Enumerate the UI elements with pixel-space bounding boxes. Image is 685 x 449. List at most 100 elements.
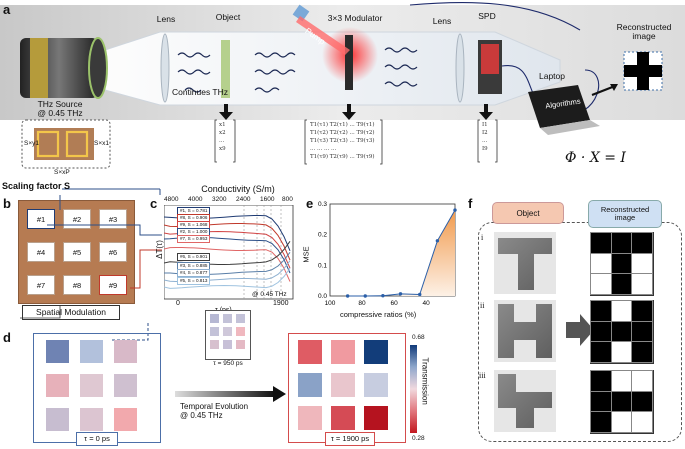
e-data-point (453, 208, 457, 212)
recon-pixel (631, 252, 654, 275)
recon-pixel (610, 232, 633, 254)
b-connectors (20, 195, 162, 341)
object-header: Object (492, 202, 564, 224)
transmission-cell (114, 408, 137, 431)
temporal-evolution-label: Temporal Evolution @ 0.45 THz (180, 402, 249, 421)
e-data-point (435, 239, 440, 243)
reconstructed-cross-icon (623, 51, 663, 91)
e-data-point (398, 292, 403, 296)
transmission-cell (114, 374, 137, 397)
e-xtick: 100 (325, 300, 336, 307)
wave-icons (177, 47, 418, 93)
transmission-cell (210, 314, 219, 323)
panel-a-graphic (0, 1, 685, 195)
modulator-label: 3×3 Modulator (327, 13, 383, 23)
transmission-cell (114, 340, 137, 363)
row-label-iii: iii (479, 371, 486, 380)
panel-a: a THz Source @ 0.45 THz Lens Object Cont… (0, 0, 685, 195)
e-data-point (363, 294, 367, 298)
spatial-modulation-caption: Spatial Modulation (22, 305, 120, 320)
reconstruct-arrow-icon (566, 314, 594, 346)
colorbar-title: Transmission (420, 357, 430, 405)
metasurface-grid: #1 #2 #3 #4 #5 #6 #7 #8 #9 (18, 200, 135, 304)
e-data-point (345, 294, 350, 298)
recon-pixel (610, 273, 633, 296)
cell-5: #5 (63, 242, 91, 262)
unit-sxp: S×xP (54, 169, 70, 176)
t-object-icon (498, 238, 552, 290)
c-ylabel: ΔT(τ) (154, 240, 164, 259)
transmission-cell (236, 314, 245, 323)
e-xlabel: compressive ratios (%) (340, 310, 417, 319)
row-label-i: i (481, 233, 484, 242)
c-plot-frame (164, 205, 294, 300)
recon-pixel (610, 252, 633, 275)
reconstructed-label: Reconstructed image (616, 22, 672, 41)
transmission-cell (236, 327, 245, 336)
recon-pixel (631, 300, 654, 322)
cell-1: #1 (27, 209, 55, 229)
c-series-line (164, 247, 291, 282)
recon-pixel (610, 390, 633, 413)
e-data-point (418, 292, 422, 297)
top-tick: 2400 (236, 196, 251, 203)
top-tick: 800 (282, 196, 293, 203)
c-legend-item: #5, S = 0.813 (177, 277, 211, 285)
transmission-cell (331, 373, 355, 397)
c-freq-note: @ 0.45 THz (252, 291, 287, 298)
conductivity-axis-title: Conductivity (S/m) (201, 184, 275, 194)
transmission-cell (331, 406, 355, 430)
c-legend-item: #7, S = 0.953 (177, 235, 211, 243)
recon-pixel (590, 273, 612, 296)
equation: Φ · X = I (565, 150, 626, 166)
recon-pixel (610, 320, 633, 343)
e-ytick: 0.1 (318, 262, 327, 269)
object-icon (221, 40, 230, 98)
f-objects (494, 232, 594, 432)
e-ytick: 0.2 (318, 232, 327, 239)
recon-pixel (631, 390, 654, 413)
top-tick: 1600 (260, 196, 275, 203)
recon-pixel (590, 252, 612, 275)
c-legend-item: #6, S = 0.901 (177, 253, 211, 261)
e-area (400, 210, 455, 296)
recon-pixel (590, 411, 612, 434)
f-frame (478, 222, 682, 442)
top-tick: 3200 (212, 196, 227, 203)
top-tick: 4000 (188, 196, 203, 203)
pump-beam (296, 16, 350, 55)
recon-pixel (610, 370, 633, 392)
recon-pixel (631, 273, 654, 296)
transmission-cell (210, 327, 219, 336)
transmission-cell (364, 373, 388, 397)
transmission-cell (223, 327, 232, 336)
top-axis-ticks: 4800 4000 3200 2400 1600 800 (164, 196, 294, 204)
unit-sy1: S×y1 (24, 140, 39, 147)
c-xtick-0: 0 (176, 300, 180, 307)
object-label: Object (215, 12, 241, 22)
transmission-cell (80, 340, 103, 363)
cell-4: #4 (27, 242, 55, 262)
recon-pixel (631, 341, 654, 364)
transmission-cell (46, 374, 69, 397)
top-tick: 4800 (164, 196, 179, 203)
cell-8: #8 (63, 275, 91, 295)
continues-thz-label: Continues THz (171, 87, 229, 97)
e-ytick: 0.0 (318, 293, 327, 300)
temporal-arrow (175, 386, 286, 402)
recon-grid-i (590, 232, 654, 296)
recon-pixel (631, 411, 654, 434)
panel-letter-c: c (150, 196, 158, 211)
cell-9: #9 (99, 275, 127, 295)
modulator-icon (345, 35, 353, 90)
colorbar-max: 0.68 (412, 334, 425, 341)
laptop-label: Laptop (539, 71, 565, 81)
transmission-cell (331, 340, 355, 364)
scaling-factor-label: Scaling factor S (2, 181, 71, 191)
panel-letter-f: f (468, 196, 473, 211)
recon-grid-iii (590, 370, 654, 434)
c-series-line (164, 267, 291, 289)
recon-pixel (610, 411, 633, 434)
